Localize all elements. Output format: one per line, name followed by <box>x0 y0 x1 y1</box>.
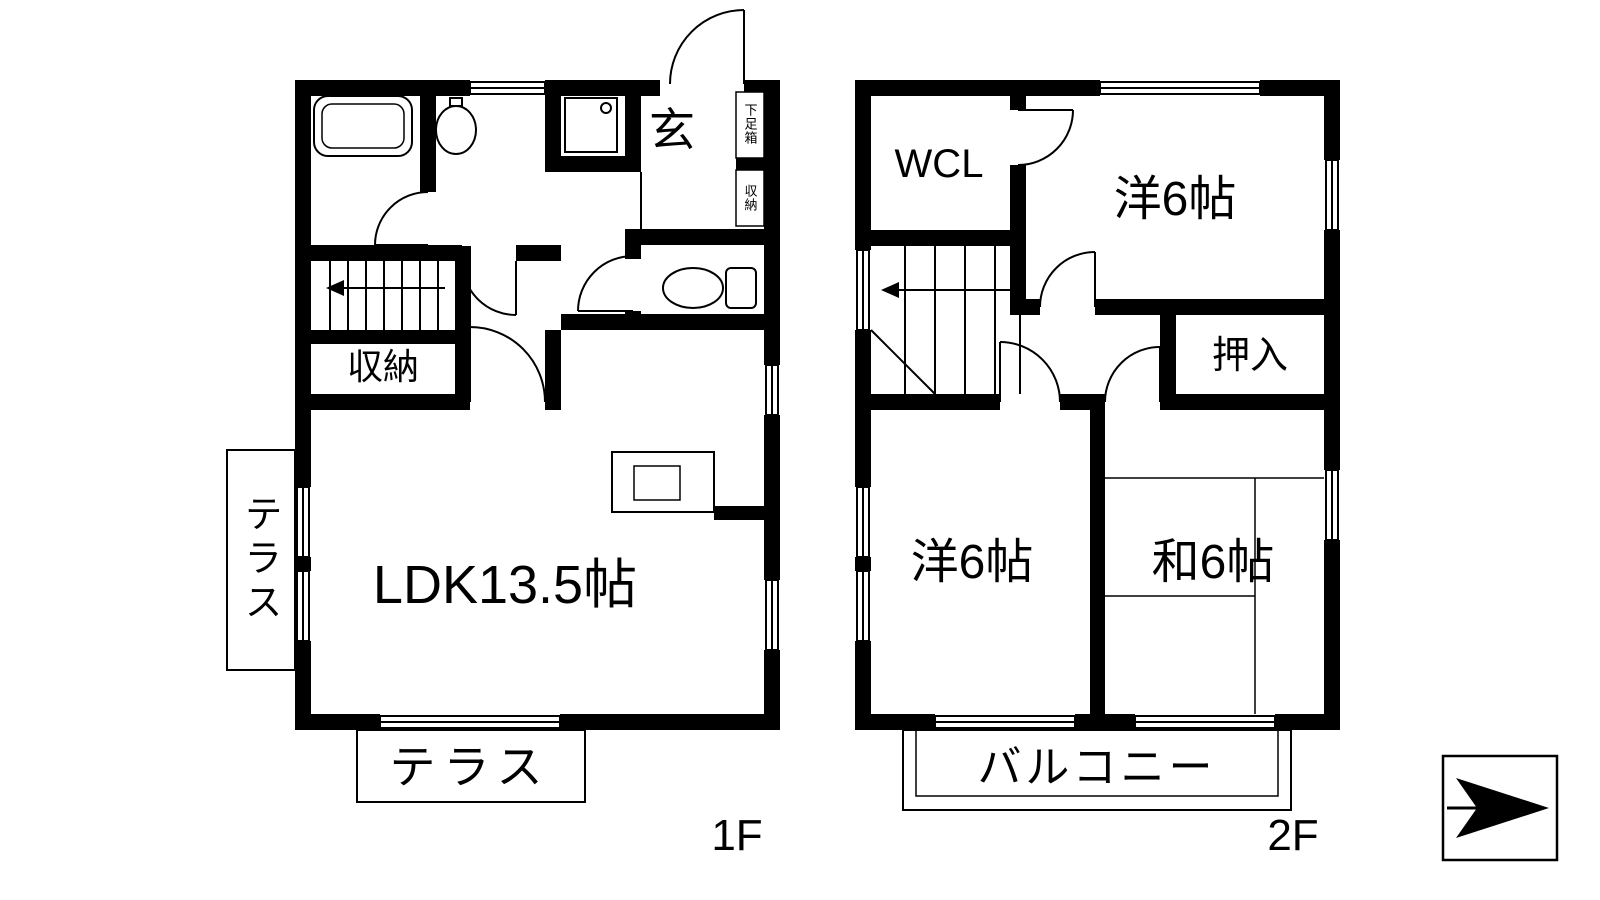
storage-label: 収納 <box>346 346 420 387</box>
floor1-plan <box>226 9 780 803</box>
doors-1f <box>374 9 745 403</box>
north-arrow-icon <box>1441 754 1559 862</box>
bedroom-bottom-label: 洋6帖 <box>910 536 1034 589</box>
floor2-plan <box>855 80 1340 811</box>
walls-2f <box>855 80 1340 730</box>
doors-2f <box>999 109 1161 403</box>
stairs-1f-icon <box>326 246 445 330</box>
floor2-label: 2F <box>1267 811 1319 860</box>
windows-2f <box>856 81 1339 729</box>
stairs-2f-icon <box>870 246 1025 395</box>
washer-icon <box>564 97 618 153</box>
entry-storage-label: 収納 <box>742 184 758 212</box>
windows-1f <box>296 81 779 729</box>
toilet-icon <box>662 267 757 309</box>
ldk-label: LDK13.5帖 <box>372 555 638 615</box>
tatami-lines <box>1105 477 1324 714</box>
terrace-outlines-1f <box>226 449 586 803</box>
balcony-label: バルコニー <box>977 743 1217 792</box>
genkan-label: 玄 <box>649 104 695 156</box>
floor1-label: 1F <box>711 811 763 860</box>
tatami-room-label: 和6帖 <box>1151 536 1275 589</box>
entrance-door-arc <box>669 9 745 85</box>
walls-1f <box>295 80 780 730</box>
bedroom-top-label: 洋6帖 <box>1113 173 1237 226</box>
oshiire-label: 押入 <box>1211 335 1289 377</box>
bathtub-icon <box>313 95 413 157</box>
wcl-label: WCL <box>894 142 984 186</box>
balcony-outline <box>902 729 1292 811</box>
terrace-side-label: テラス <box>238 494 280 626</box>
entry-niches <box>735 91 765 227</box>
terrace-front-outline <box>356 729 586 803</box>
terrace-side-outline <box>226 449 296 671</box>
kitchen-counter-icon <box>611 451 715 513</box>
terrace-front-label: テラス <box>389 741 551 793</box>
sink-icon <box>435 97 477 155</box>
shoe-box-label: 下足箱 <box>742 103 758 145</box>
